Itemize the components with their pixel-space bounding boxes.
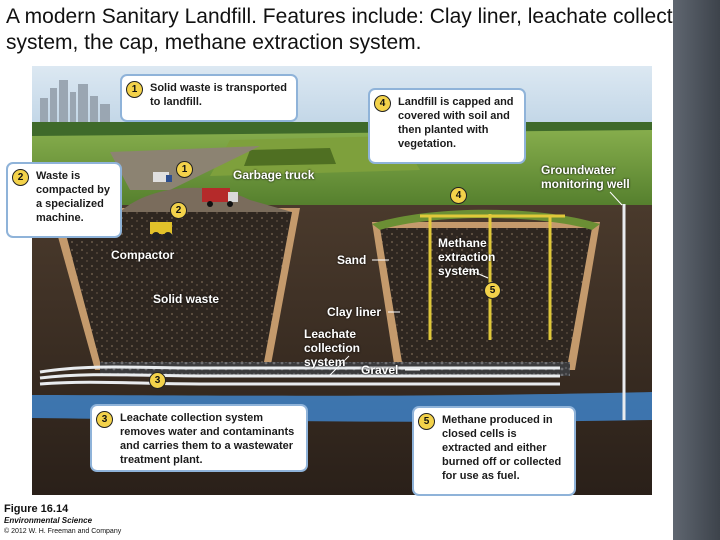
badge-2: 2	[170, 202, 187, 219]
callout-number: 3	[96, 411, 113, 428]
field-plot-dark	[244, 148, 336, 166]
callout-text: Landfill is capped and covered with soil…	[398, 96, 514, 150]
garbage-truck-illustration	[202, 188, 238, 207]
badge-3: 3	[149, 372, 166, 389]
label-sand: Sand	[337, 253, 367, 267]
callout-landfill-capped: 4 Landfill is capped and covered with so…	[368, 88, 526, 164]
label-garbage-truck: Garbage truck	[233, 168, 315, 182]
callout-leachate-collection: 3 Leachate collection system removes wat…	[90, 404, 308, 472]
callout-text: Waste is compacted by a specialized mach…	[36, 170, 110, 224]
leader-lines	[329, 191, 623, 376]
leachate-pipes	[39, 365, 560, 386]
compactor-illustration	[150, 222, 172, 240]
label-solid-waste: Solid waste	[153, 292, 220, 306]
left-cell-waste	[60, 212, 292, 362]
city-skyline	[40, 80, 110, 128]
label-gravel: Gravel	[361, 363, 399, 377]
label-leachate-collection-system: Leachate collection system	[304, 327, 361, 369]
callout-number: 1	[126, 81, 143, 98]
label-groundwater-monitoring-well: Groundwater monitoring well	[541, 163, 630, 191]
slide-side-bar	[673, 0, 720, 540]
label-compactor: Compactor	[111, 248, 175, 262]
label-methane-extraction-system: Methane extraction system	[438, 236, 496, 278]
small-truck-illustration	[153, 172, 172, 182]
book-title: Environmental Science	[4, 516, 93, 525]
slide-title: A modern Sanitary Landfill. Features inc…	[6, 5, 701, 54]
methane-pipes	[420, 214, 565, 340]
callout-text: Leachate collection system removes water…	[120, 412, 295, 466]
copyright: © 2012 W. H. Freeman and Company	[4, 528, 122, 535]
callout-number: 4	[374, 95, 391, 112]
callout-solid-waste-transported: 1 Solid waste is transported to landfill…	[120, 74, 298, 122]
callout-methane-produced: 5 Methane produced in closed cells is ex…	[412, 406, 576, 496]
callout-waste-compacted: 2 Waste is compacted by a specialized ma…	[6, 162, 122, 238]
callout-number: 5	[418, 413, 435, 430]
figure-number: Figure 16.14	[4, 503, 69, 515]
figure-caption: Figure 16.14 Environmental Science © 201…	[4, 503, 121, 537]
badge-5: 5	[484, 282, 501, 299]
callout-text: Solid waste is transported to landfill.	[150, 82, 287, 108]
callout-text: Methane produced in closed cells is extr…	[442, 414, 562, 482]
label-clay-liner: Clay liner	[327, 305, 382, 319]
badge-1: 1	[176, 161, 193, 178]
callout-number: 2	[12, 169, 29, 186]
badge-4: 4	[450, 187, 467, 204]
